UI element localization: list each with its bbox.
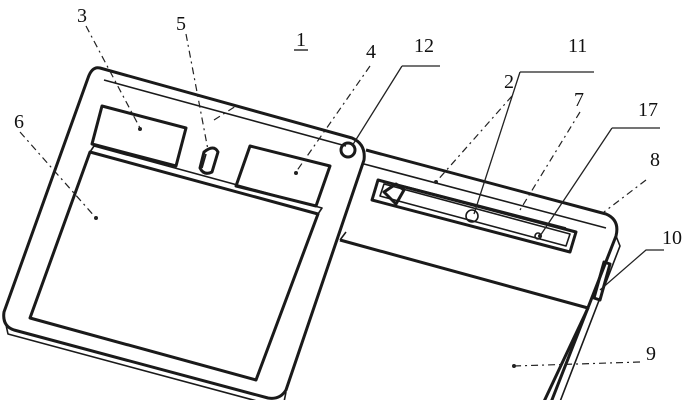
label-8: 8 (650, 149, 660, 171)
label-9: 9 (646, 343, 656, 365)
right-screen (339, 238, 590, 400)
label-10: 10 (662, 227, 682, 249)
svg-text:1: 1 (296, 29, 306, 51)
label-2: 2 (504, 71, 514, 93)
label-12: 12 (414, 35, 434, 57)
component-3 (90, 104, 188, 168)
side-buttons (592, 260, 612, 302)
hinge-12 (339, 141, 357, 159)
label-17: 17 (638, 99, 658, 121)
left-panel (2, 66, 366, 400)
label-3: 3 (77, 5, 87, 27)
component-4 (234, 144, 332, 208)
label-11: 11 (568, 35, 587, 57)
label-4: 4 (366, 41, 376, 63)
label-1: 1 (294, 29, 308, 51)
component-5 (198, 146, 220, 175)
pen-slot (370, 178, 578, 254)
right-panel (339, 148, 621, 400)
label-5: 5 (176, 13, 186, 35)
label-6: 6 (14, 111, 24, 133)
label-7: 7 (574, 89, 584, 111)
left-screen (28, 150, 320, 382)
leader-lines (19, 25, 664, 368)
